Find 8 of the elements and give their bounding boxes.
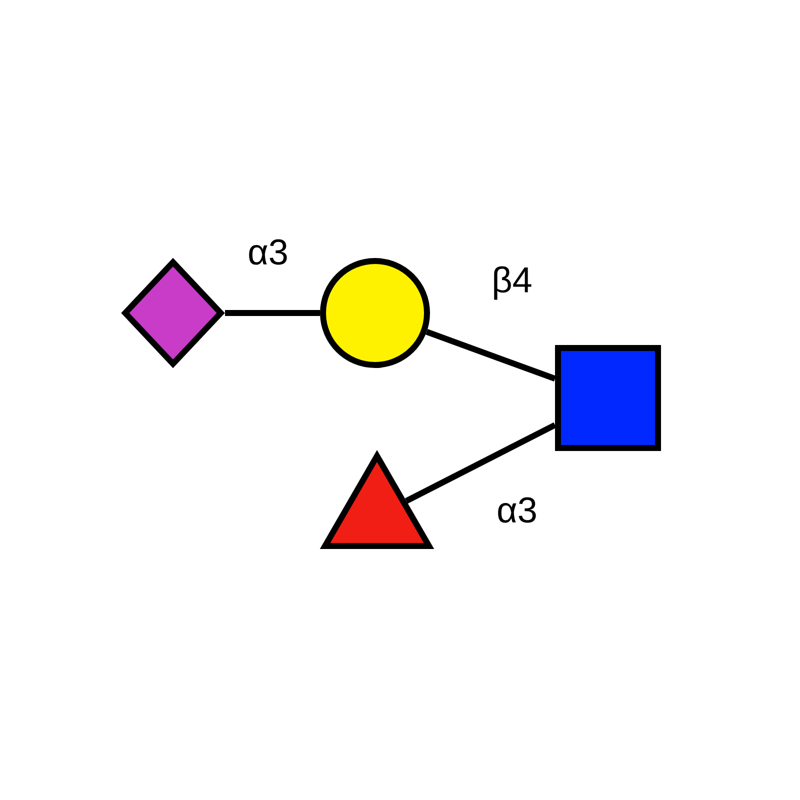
edge-label: α3: [494, 495, 540, 525]
edge-label: α3: [246, 237, 290, 267]
edge-label: β4: [490, 264, 534, 302]
connector-line: [225, 310, 320, 316]
circle-symbol: [320, 258, 430, 368]
connector-line: [405, 422, 556, 504]
connector-line: [426, 329, 556, 382]
square-symbol: [555, 345, 661, 451]
